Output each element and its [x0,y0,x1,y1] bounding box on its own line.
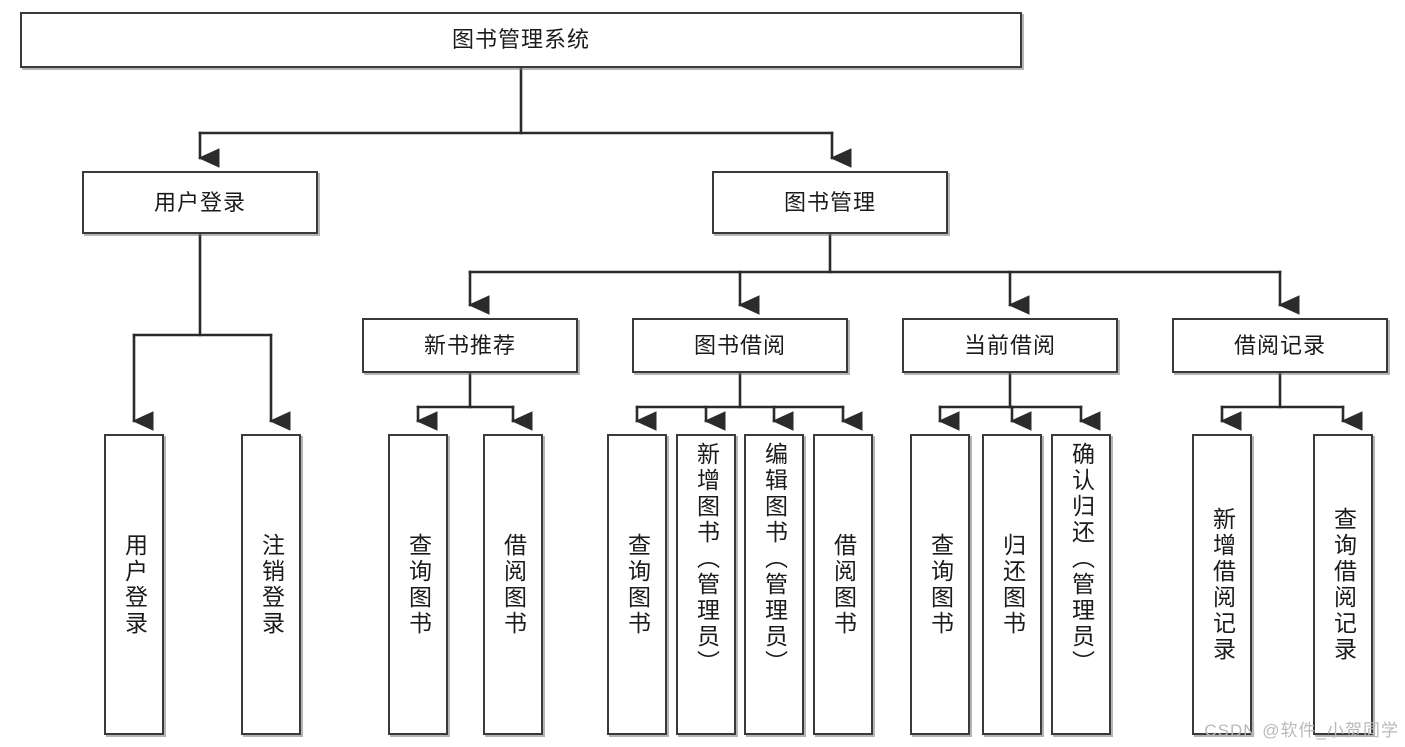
node-leaf-borrow-book-rec[interactable]: 借阅图书 [483,434,543,735]
node-label: 新书推荐 [423,332,516,358]
node-leaf-query-book-rec[interactable]: 查询图书 [388,434,448,735]
node-label: 归还图书 [999,532,1026,637]
node-leaf-edit-book-admin[interactable]: 编辑图书（管理员） [744,434,804,735]
node-label: 新增借阅记录 [1209,506,1236,663]
node-label: 借阅图书 [500,532,527,637]
node-leaf-borrow-book[interactable]: 借阅图书 [813,434,873,735]
node-label: 查询借阅记录 [1330,506,1357,663]
node-label: 用户登录 [121,532,148,637]
node-book-management-system[interactable]: 图书管理系统 [20,12,1022,68]
node-book-borrow[interactable]: 图书借阅 [632,318,848,373]
node-user-login[interactable]: 用户登录 [82,171,318,234]
node-borrow-record[interactable]: 借阅记录 [1172,318,1388,373]
node-label: 图书管理 [783,189,876,215]
node-label: 注销登录 [258,532,285,637]
node-label: 借阅图书 [830,532,857,637]
node-label: 查询图书 [624,532,651,637]
node-label: 图书借阅 [693,332,786,358]
node-leaf-return-book[interactable]: 归还图书 [982,434,1042,735]
node-label: 当前借阅 [963,332,1056,358]
node-label: 查询图书 [927,532,954,637]
node-book-management[interactable]: 图书管理 [712,171,948,234]
node-leaf-user-login[interactable]: 用户登录 [104,434,164,735]
node-label: 用户登录 [153,189,246,215]
node-current-borrow[interactable]: 当前借阅 [902,318,1118,373]
node-label: 新增图书（管理员） [693,442,720,676]
node-leaf-query-book[interactable]: 查询图书 [607,434,667,735]
node-leaf-query-book-current[interactable]: 查询图书 [910,434,970,735]
node-label: 图书管理系统 [451,27,590,53]
node-leaf-logout[interactable]: 注销登录 [241,434,301,735]
node-label: 借阅记录 [1233,332,1326,358]
node-label: 编辑图书（管理员） [761,442,788,676]
node-leaf-add-borrow-record[interactable]: 新增借阅记录 [1192,434,1252,735]
node-new-book-recommend[interactable]: 新书推荐 [362,318,578,373]
node-label: 确认归还（管理员） [1068,442,1095,676]
node-label: 查询图书 [405,532,432,637]
node-leaf-confirm-return-admin[interactable]: 确认归还（管理员） [1051,434,1111,735]
node-leaf-add-book-admin[interactable]: 新增图书（管理员） [676,434,736,735]
node-leaf-query-borrow-record[interactable]: 查询借阅记录 [1313,434,1373,735]
